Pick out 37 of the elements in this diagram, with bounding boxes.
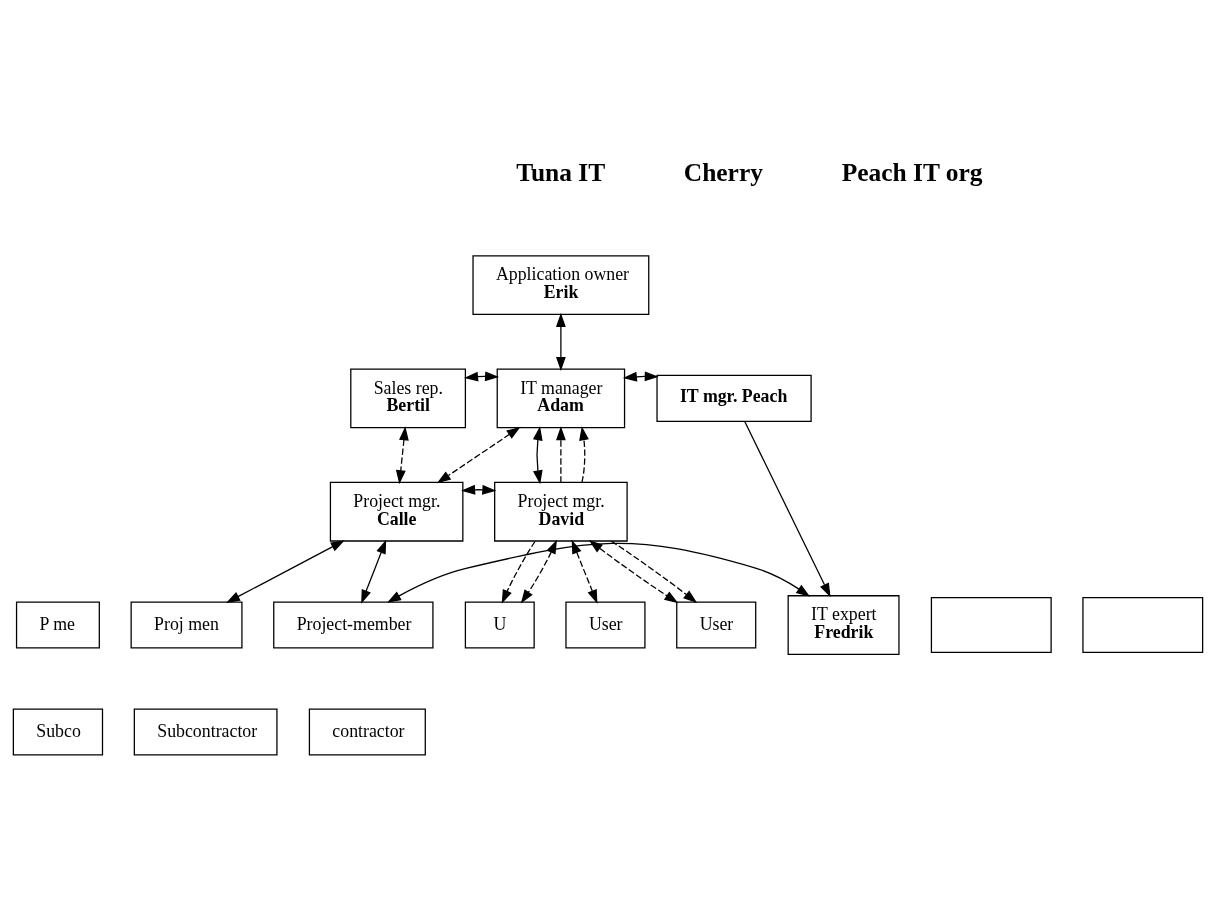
label: Tuna IT (516, 157, 606, 187)
arrow (436, 426, 521, 484)
node-box: Sales rep. Bertil (350, 368, 467, 429)
arrow (556, 312, 566, 371)
arrow (532, 426, 543, 485)
node-box: Subco (12, 708, 104, 756)
node-box (930, 597, 1052, 654)
arrow (461, 484, 497, 495)
node-box: Project-member (273, 601, 434, 649)
arrow (501, 540, 536, 604)
node-box: Project mgr. Calle (329, 481, 464, 542)
node-box: User (676, 601, 757, 649)
arrow (571, 539, 598, 604)
arrow (610, 540, 698, 604)
arrow (464, 371, 500, 382)
arrow (579, 426, 589, 483)
node-box: Project mgr. David (494, 481, 628, 542)
node-box: IT mgr. Peach (656, 374, 812, 422)
node-box: P me (15, 601, 100, 649)
arrow (226, 540, 345, 603)
node-box: IT manager Adam (496, 368, 626, 429)
node-box: Subcontractor (133, 708, 278, 756)
arrow (556, 426, 566, 483)
arrow (520, 539, 557, 604)
arrow (361, 539, 387, 604)
arrow (395, 426, 409, 485)
node-box (1082, 597, 1204, 654)
node-box: IT expert Fredrik (787, 595, 900, 655)
node-box: Proj men (130, 601, 243, 649)
node-box: User (565, 601, 646, 649)
node-box: contractor (308, 708, 426, 756)
arrow (622, 371, 659, 382)
label: Cherry (683, 157, 763, 187)
arrow (744, 420, 831, 598)
node-box: U (464, 601, 535, 649)
node-box: Application owner Erik (472, 255, 650, 315)
label: Peach IT org (841, 157, 983, 187)
